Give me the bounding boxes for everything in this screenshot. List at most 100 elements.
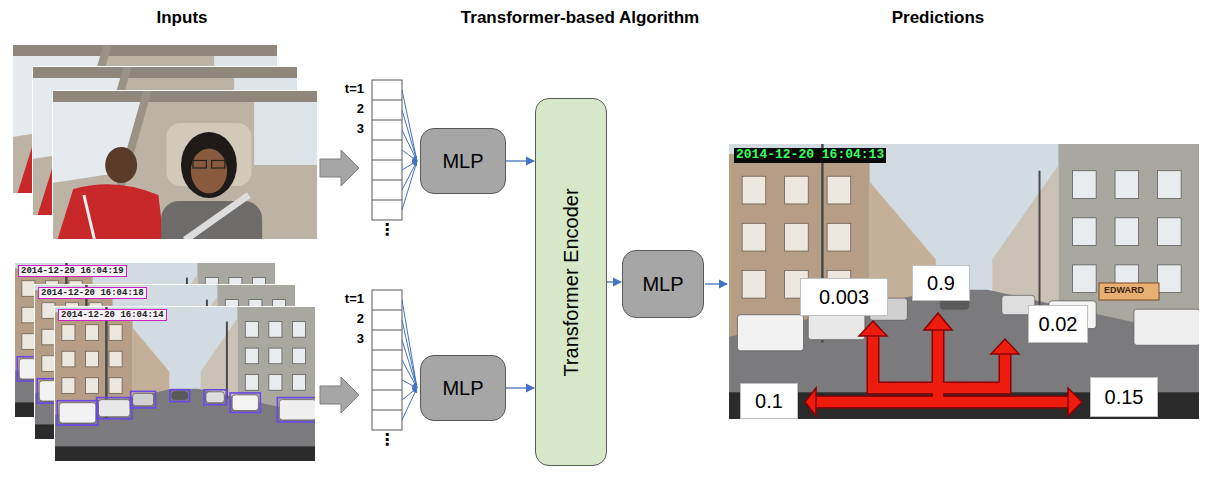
window — [827, 176, 851, 204]
window — [785, 223, 809, 251]
window — [85, 378, 98, 394]
window — [785, 176, 809, 204]
window — [62, 378, 75, 394]
car — [99, 400, 130, 417]
car — [59, 403, 96, 423]
token-cell — [372, 390, 402, 391]
fan-in-line — [402, 161, 417, 210]
window — [269, 348, 282, 364]
roof — [52, 90, 318, 102]
photo — [54, 306, 316, 462]
window — [292, 375, 305, 391]
time-step: t=1 — [345, 82, 364, 97]
arrow-head — [859, 321, 887, 336]
timestamp: 2014-12-20 16:04:19 — [18, 265, 127, 277]
token-cell — [372, 140, 402, 141]
car — [232, 395, 258, 411]
car — [279, 400, 316, 420]
seatbelt — [185, 195, 249, 240]
window — [1158, 171, 1182, 199]
arrow-outline — [940, 350, 1005, 388]
window — [1115, 171, 1139, 199]
token-cell — [372, 350, 402, 351]
car — [133, 393, 154, 405]
mlp-box: MLP — [420, 355, 506, 421]
detection-box — [277, 398, 316, 422]
window — [292, 322, 305, 338]
window — [109, 325, 122, 341]
token-cell — [372, 370, 402, 371]
window — [85, 325, 98, 341]
window — [42, 303, 55, 319]
token-cell — [372, 120, 402, 121]
connector — [506, 160, 534, 161]
fan-in-line — [402, 130, 417, 161]
token-cell — [372, 330, 402, 331]
fan-in-line — [402, 300, 417, 388]
fan-in-line — [402, 340, 417, 388]
timestamp: 2014-12-20 16:04:14 — [58, 309, 167, 321]
window — [1115, 218, 1139, 246]
window — [22, 334, 35, 350]
car — [172, 392, 188, 400]
time-step: t=1 — [345, 292, 364, 307]
input-arrow — [320, 377, 359, 413]
window — [42, 329, 55, 345]
window — [827, 223, 851, 251]
probability-box: 0.9 — [912, 265, 970, 301]
window — [245, 348, 258, 364]
fan-in-line — [402, 110, 417, 161]
fan-in-line — [402, 90, 417, 161]
photo-border — [54, 306, 316, 462]
roof — [12, 44, 278, 56]
output-arrow — [705, 283, 727, 284]
window — [1158, 218, 1182, 246]
input-arrow — [320, 150, 359, 186]
token-cell — [372, 410, 402, 411]
driver-face — [191, 149, 227, 194]
ellipsis: ⋮ — [379, 221, 395, 239]
detection-box — [57, 401, 98, 425]
arrow-shaft — [940, 350, 1005, 388]
photo-border — [52, 90, 318, 240]
window — [85, 351, 98, 367]
fan-in-line — [402, 320, 417, 388]
window — [742, 176, 766, 204]
fan-in-line — [402, 388, 417, 420]
window — [269, 375, 282, 391]
time-step: 3 — [357, 332, 364, 347]
node-text: MLP — [442, 377, 483, 400]
window — [245, 322, 258, 338]
sky — [54, 306, 316, 462]
arrow-head — [805, 388, 816, 416]
encoder-box: Transformer Encoder — [535, 98, 607, 466]
window — [22, 281, 35, 297]
section-heading: Transformer-based Algorithm — [461, 8, 699, 28]
probability-box: 0.15 — [1090, 377, 1158, 417]
node-text: MLP — [642, 273, 683, 296]
pole — [226, 322, 228, 400]
window — [742, 223, 766, 251]
token-column — [372, 290, 402, 430]
direction-arrows — [805, 313, 1082, 416]
hair — [181, 132, 237, 198]
detection-box — [230, 393, 260, 413]
time-step: 2 — [357, 102, 364, 117]
sky — [728, 143, 1200, 420]
node-text: 0.15 — [1105, 386, 1144, 409]
arrow-shaft — [812, 397, 1072, 407]
window — [42, 356, 55, 372]
car — [206, 392, 224, 403]
node-text: 0.1 — [755, 390, 783, 413]
window — [1073, 171, 1097, 199]
timestamp: 2014-12-20 16:04:13 — [734, 148, 886, 163]
node-text: 0.9 — [927, 272, 955, 295]
mlp-box: MLP — [622, 250, 704, 318]
window — [22, 307, 35, 323]
window — [1073, 265, 1097, 293]
token-column — [372, 80, 402, 220]
sign-text: EDWARD — [1102, 285, 1146, 295]
dashboard — [54, 446, 316, 462]
jacket-stripe — [84, 195, 95, 240]
mlp-box: MLP — [420, 128, 506, 194]
